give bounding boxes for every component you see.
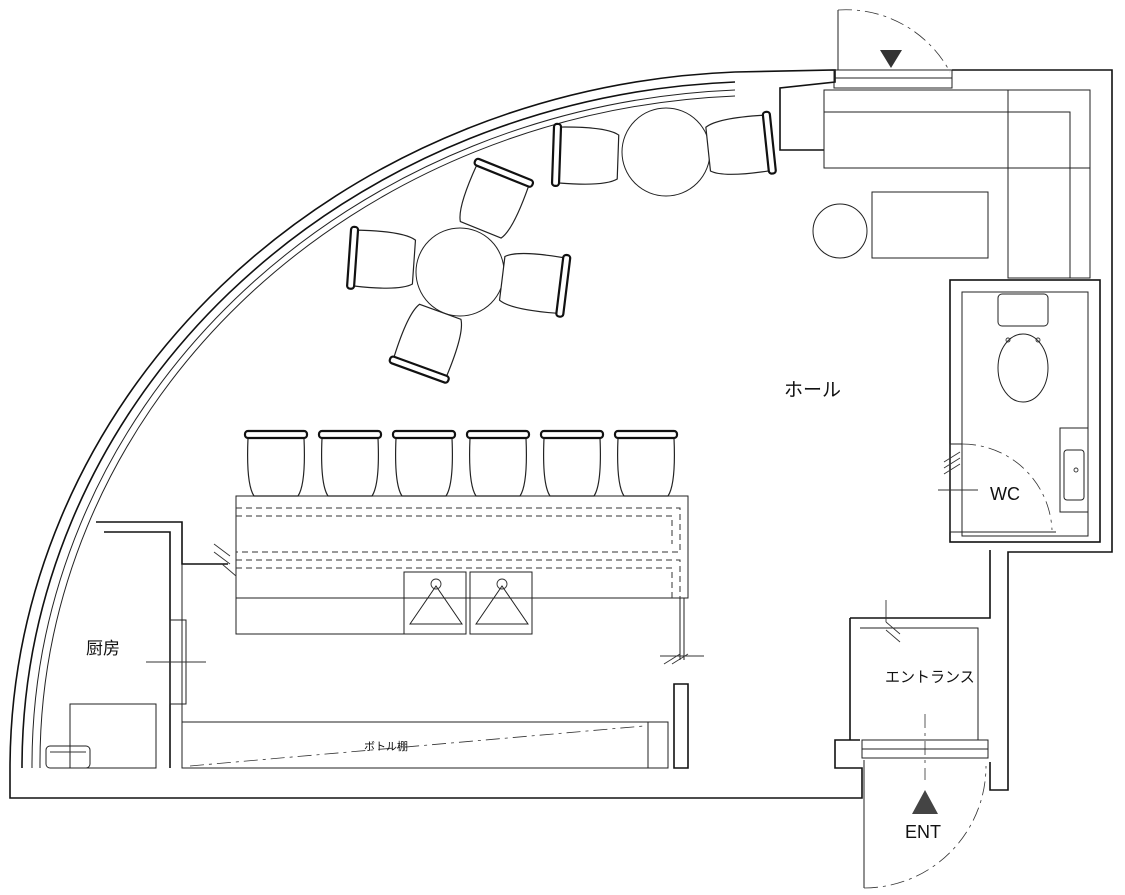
entrance-label: エントランス <box>885 669 975 686</box>
chair-icon <box>498 252 572 318</box>
table-icon <box>871 191 989 259</box>
chair-icon <box>550 122 620 188</box>
sink-icon <box>403 571 467 635</box>
entry-arrow-icon <box>880 50 902 68</box>
toilet-icon <box>997 293 1049 403</box>
kitchen-room <box>45 521 237 769</box>
chair-icon <box>243 429 309 497</box>
bar-stools <box>243 429 679 497</box>
hall-label: ホール <box>784 380 841 401</box>
chair-icon <box>459 157 535 239</box>
bottle-shelf-label: ボトル棚 <box>364 739 408 753</box>
table-icon <box>415 227 505 317</box>
sink-icon <box>1059 427 1089 513</box>
chair-icon <box>613 429 679 497</box>
outer-walls <box>9 69 1113 799</box>
entrance-room <box>861 600 989 889</box>
table-icon <box>812 203 868 259</box>
table-icon <box>621 107 711 197</box>
bar-counter <box>235 495 689 660</box>
bench-seating <box>812 89 1091 279</box>
chair-icon <box>317 429 383 497</box>
table-2-chairs <box>550 107 777 197</box>
entry-arrow-icon <box>912 790 938 814</box>
top-door <box>833 9 953 89</box>
kitchen-label: 厨房 <box>86 639 120 658</box>
table-4-chairs <box>346 157 572 384</box>
entry-marker-label: ENT <box>905 822 941 842</box>
bottle-shelf <box>181 653 704 769</box>
chair-icon <box>465 429 531 497</box>
wc-room <box>938 279 1101 543</box>
wc-door <box>938 443 1056 533</box>
chair-icon <box>388 303 463 384</box>
wc-label: WC <box>990 484 1020 504</box>
sink-icon <box>469 571 533 635</box>
chair-icon <box>539 429 605 497</box>
chair-icon <box>705 110 777 175</box>
chair-icon <box>391 429 457 497</box>
chair-icon <box>346 225 417 290</box>
